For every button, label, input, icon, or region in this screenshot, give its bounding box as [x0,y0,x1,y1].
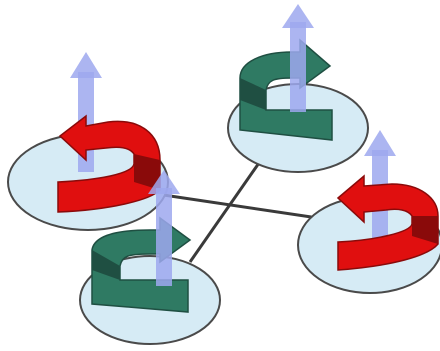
rotor-right [297,130,440,294]
spin-arrow-inner [412,216,438,244]
spin-arrow-red [336,174,439,271]
spin-arrow-inner [240,78,266,110]
rotor-top [227,4,369,173]
rotor-left [7,52,169,231]
thrust-arrow [148,170,180,286]
spin-arrow-body [336,174,439,271]
arm-top-bottom [188,149,270,263]
spin-arrow-inner [134,154,160,190]
thrust-arrow [282,4,314,112]
spin-arrow-inner [92,250,120,280]
spin-arrow-body [57,114,161,213]
rotor-bottom [79,170,221,345]
spin-arrow-red [57,114,161,213]
